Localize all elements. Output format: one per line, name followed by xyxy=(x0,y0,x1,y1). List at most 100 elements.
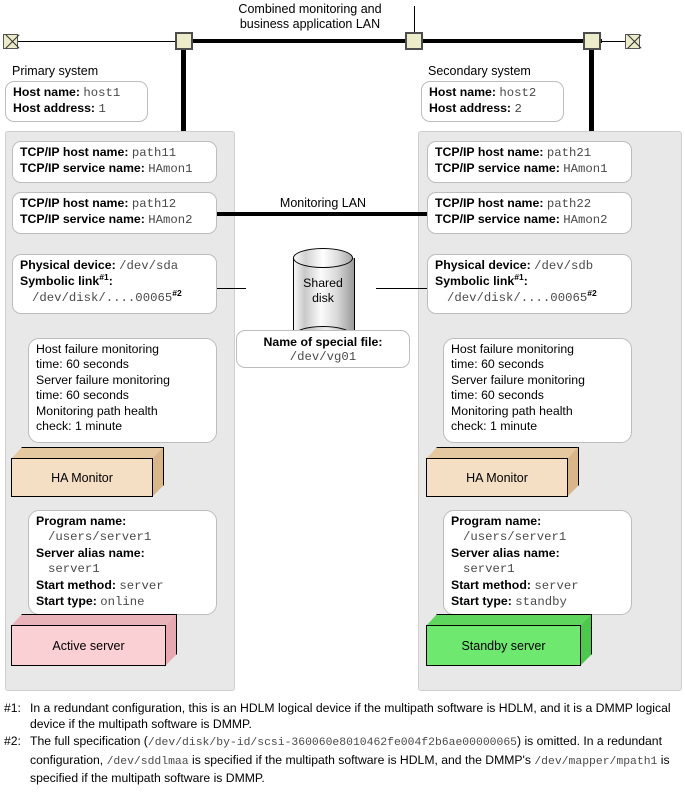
secondary-path1-service-row: TCP/IP service name: HAmon1 xyxy=(435,161,624,177)
shared-disk-label-line1: Shared xyxy=(303,276,343,290)
secondary-path1-host-value: path21 xyxy=(546,146,592,160)
primary-ha-monitor-box[interactable]: HA Monitor xyxy=(11,447,174,497)
footnote-2: #2:The full specification (/dev/disk/by-… xyxy=(4,733,682,786)
primary-path1-host-label: TCP/IP host name: xyxy=(20,145,129,159)
secondary-monitor-line3: Server failure monitoring xyxy=(451,372,585,387)
special-file-value: /dev/vg01 xyxy=(289,350,357,365)
secondary-monitor-line4: time: 60 seconds xyxy=(451,388,544,403)
primary-host-name-row: Host name: host1 xyxy=(13,85,140,101)
secondary-system-label: Secondary system xyxy=(428,64,531,78)
primary-physical-device-row: Physical device: /dev/sda xyxy=(20,258,209,274)
secondary-monitor-params-box: Host failure monitoring time: 60 seconds… xyxy=(443,338,632,443)
secondary-server-face: Standby server xyxy=(426,625,581,666)
footnote-text: ) is omitted. In a redundant configurati… xyxy=(30,734,662,767)
secondary-ha-monitor-face: HA Monitor xyxy=(426,458,568,497)
footnotes: #1: In a redundant configuration, this is… xyxy=(4,700,682,787)
special-file-label: Name of special file: xyxy=(263,335,383,349)
primary-start-type-value: online xyxy=(100,595,145,610)
secondary-host-box: Host name: host2 Host address: 2 xyxy=(421,81,564,122)
primary-physical-device-label: Physical device: xyxy=(20,258,116,272)
primary-path2-service-row: TCP/IP service name: HAmon2 xyxy=(20,212,209,228)
primary-server-params-box: Program name: /users/server1 Server alia… xyxy=(28,510,217,615)
primary-symlink-label: Symbolic link xyxy=(20,274,100,289)
secondary-host-address-value: 2 xyxy=(514,102,522,117)
secondary-path2-service-value: HAmon2 xyxy=(563,213,608,228)
primary-server-box[interactable]: Active server xyxy=(11,614,187,666)
primary-path1-host-row: TCP/IP host name: path11 xyxy=(20,145,209,161)
secondary-path1-host-row: TCP/IP host name: path21 xyxy=(435,145,624,161)
secondary-monitor-line2: time: 60 seconds xyxy=(451,357,544,372)
primary-start-method-value: server xyxy=(119,578,164,593)
primary-program-name-label: Program name: xyxy=(36,514,127,528)
primary-start-type-label: Start type: xyxy=(36,594,97,609)
lan-title-line2: business application LAN xyxy=(239,17,381,31)
shared-disk-body xyxy=(293,258,355,336)
footnote-text: In a redundant configuration, this is an… xyxy=(30,701,671,732)
primary-path2-box: TCP/IP host name: path12 TCP/IP service … xyxy=(12,192,217,234)
primary-path1-service-label: TCP/IP service name: xyxy=(20,161,145,176)
primary-alias-value: server1 xyxy=(48,562,100,577)
secondary-symlink-row: Symbolic link#1: xyxy=(435,272,624,289)
primary-device-box: Physical device: /dev/sda Symbolic link#… xyxy=(12,254,217,314)
footnote-tag: #1: xyxy=(4,701,21,715)
primary-host-box: Host name: host1 Host address: 1 xyxy=(5,81,148,122)
footnote-text: is specified if the multipath software i… xyxy=(30,752,670,785)
secondary-server-box[interactable]: Standby server xyxy=(426,614,602,666)
secondary-device-box: Physical device: /dev/sdb Symbolic link#… xyxy=(427,254,632,314)
secondary-host-name-row: Host name: host2 xyxy=(429,85,556,101)
monitoring-lan-label: Monitoring LAN xyxy=(279,196,367,210)
secondary-start-type-row: Start type: standby xyxy=(451,594,624,610)
secondary-symlink-value-footnote-ref: #2 xyxy=(587,287,597,298)
primary-ha-monitor-label: HA Monitor xyxy=(51,470,113,485)
footnote-1: #1: In a redundant configuration, this is… xyxy=(4,700,682,732)
secondary-start-method-label: Start method: xyxy=(451,577,531,592)
secondary-monitor-line5: Monitoring path health xyxy=(451,403,573,418)
secondary-ha-monitor-box[interactable]: HA Monitor xyxy=(426,447,589,497)
combined-lan-title: Combined monitoring and business applica… xyxy=(190,2,430,32)
primary-path2-host-value: path12 xyxy=(131,197,177,211)
primary-physical-device-value: /dev/sda xyxy=(119,259,179,273)
primary-ha-monitor-face: HA Monitor xyxy=(11,458,153,497)
lan-drop-primary xyxy=(181,50,186,138)
monitoring-lan-line xyxy=(152,212,516,216)
primary-monitor-line4: time: 60 seconds xyxy=(36,388,129,403)
footnote-code: /dev/sddlmaa xyxy=(106,755,189,768)
primary-server-face: Active server xyxy=(11,625,166,666)
secondary-host-address-label: Host address: xyxy=(429,101,512,116)
primary-path2-service-label: TCP/IP service name: xyxy=(20,212,145,227)
secondary-path2-service-row: TCP/IP service name: HAmon2 xyxy=(435,212,624,228)
footnote-tag: #2: xyxy=(4,734,21,749)
primary-program-name-row: Program name: xyxy=(36,514,209,529)
primary-path1-service-value: HAmon1 xyxy=(148,162,193,177)
secondary-server-params-box: Program name: /users/server1 Server alia… xyxy=(443,510,632,615)
primary-monitor-line2: time: 60 seconds xyxy=(36,357,129,372)
secondary-server-label: Standby server xyxy=(461,638,546,653)
footnote-code: /dev/mapper/mpath1 xyxy=(534,755,658,768)
secondary-path2-host-label: TCP/IP host name: xyxy=(435,196,544,210)
primary-symlink-colon: : xyxy=(108,274,113,289)
primary-symlink-value-row: /dev/disk/....00065#2 xyxy=(20,288,209,306)
secondary-physical-device-value: /dev/sdb xyxy=(534,259,594,273)
secondary-start-method-value: server xyxy=(534,578,579,593)
lan-connector-primary-icon[interactable] xyxy=(175,32,193,50)
primary-path1-host-value: path11 xyxy=(131,146,177,160)
secondary-path1-service-value: HAmon1 xyxy=(563,162,608,177)
secondary-alias-value-row: server1 xyxy=(451,561,624,577)
primary-host-address-row: Host address: 1 xyxy=(13,101,140,117)
shared-disk-label: Shared disk xyxy=(293,276,353,306)
special-file-box: Name of special file: /dev/vg01 xyxy=(236,330,410,368)
shared-disk-top xyxy=(293,248,353,268)
primary-start-method-label: Start method: xyxy=(36,577,116,592)
secondary-symlink-label: Symbolic link xyxy=(435,274,515,289)
lan-title-line1: Combined monitoring and xyxy=(238,2,382,16)
primary-path1-box: TCP/IP host name: path11 TCP/IP service … xyxy=(12,141,217,183)
primary-host-address-value: 1 xyxy=(98,102,106,117)
footnote-text: The full specification ( xyxy=(30,734,148,749)
lan-segment-right xyxy=(600,41,626,42)
secondary-symlink-colon: : xyxy=(523,274,528,289)
secondary-symlink-footnote-ref: #1 xyxy=(514,272,524,283)
lan-connector-secondary-icon[interactable] xyxy=(583,32,601,50)
secondary-path2-service-label: TCP/IP service name: xyxy=(435,212,560,227)
primary-server-label: Active server xyxy=(52,638,125,653)
lan-connector-center-icon[interactable] xyxy=(405,32,423,50)
